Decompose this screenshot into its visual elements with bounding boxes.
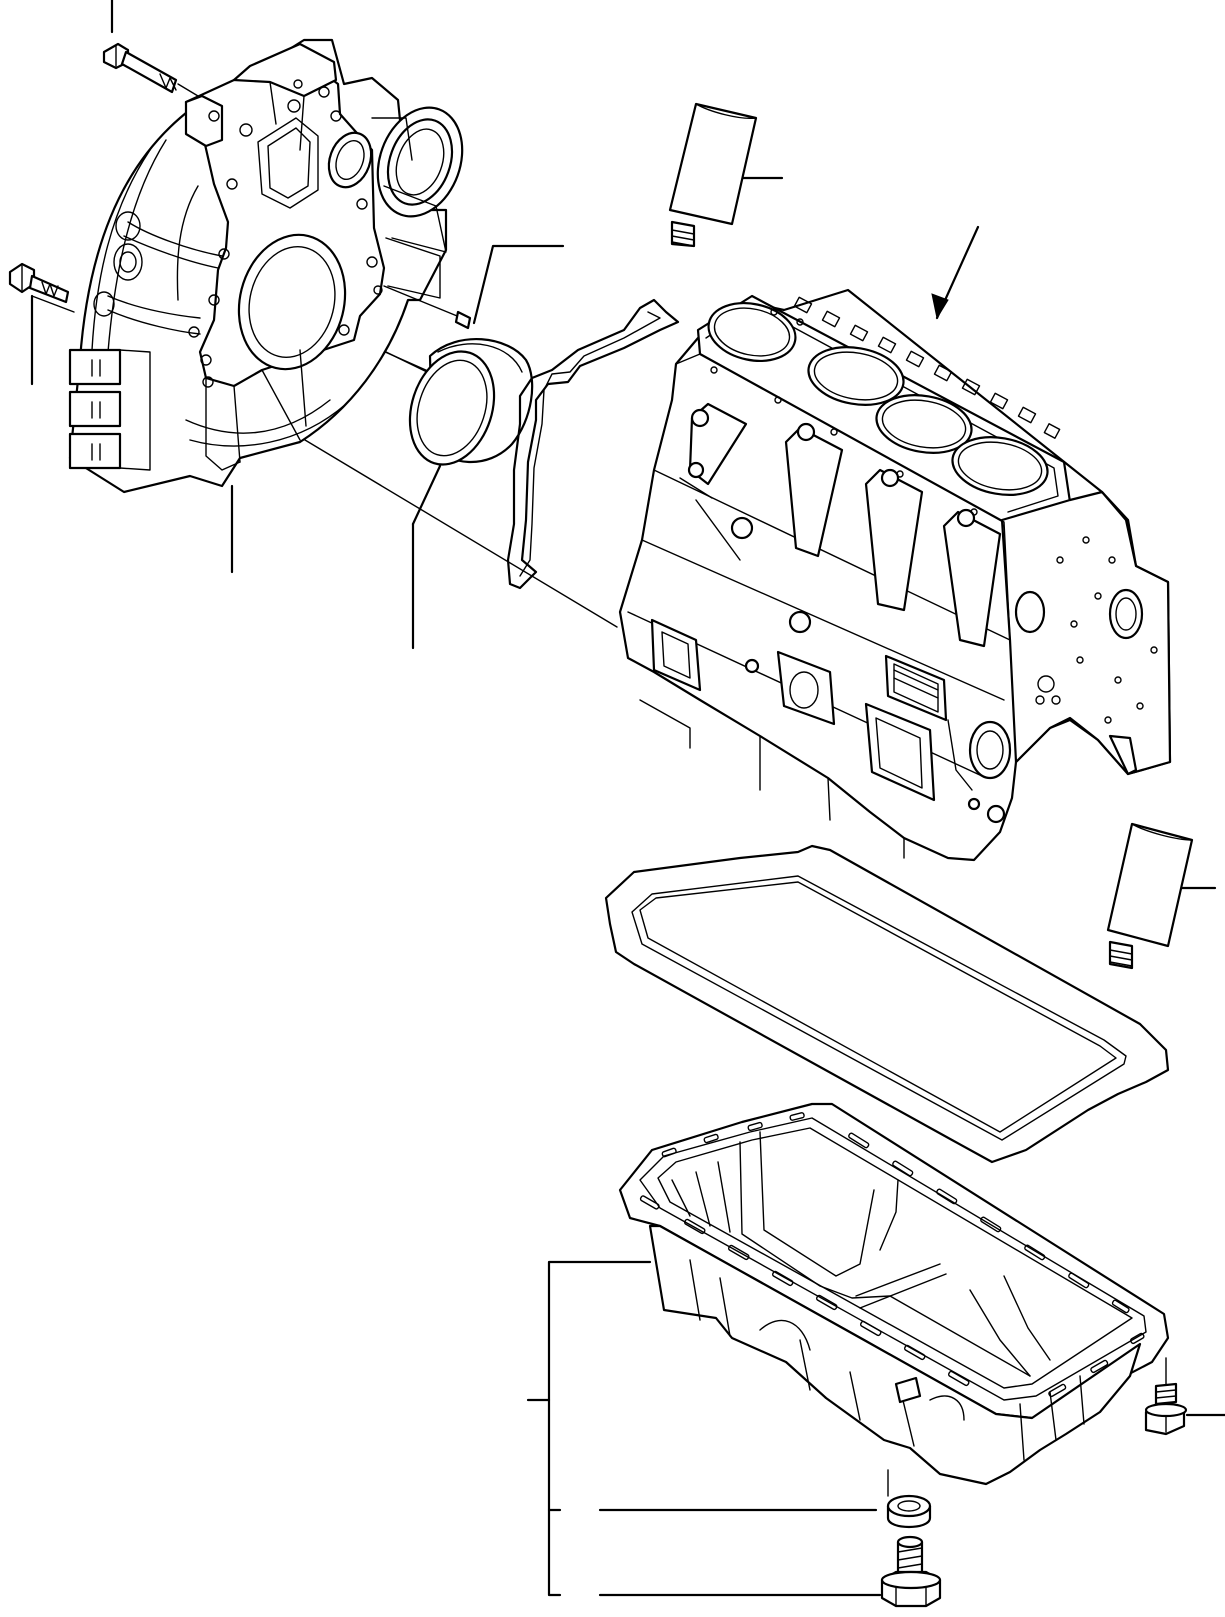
sealant-tube-icon [1106, 822, 1194, 970]
pin-icon [383, 285, 472, 330]
engine-block-icon [618, 288, 1172, 862]
housing-bolt-top [102, 42, 199, 97]
oil-pan-icon [618, 1102, 1170, 1497]
seal-ring-icon [408, 337, 534, 466]
flange-slots [639, 1112, 1145, 1398]
drain-plug-icon [880, 1535, 942, 1608]
sealant-tube-icon [668, 102, 758, 248]
oil-pan-bolt [1144, 1357, 1188, 1436]
housing-bolt-left [8, 262, 70, 304]
leader-lines [30, 0, 1225, 1597]
rear-gasket [506, 298, 680, 590]
flywheel-housing-icon [68, 38, 464, 494]
washer-icon [886, 1494, 932, 1528]
oil-pan-gasket [604, 844, 1170, 1164]
